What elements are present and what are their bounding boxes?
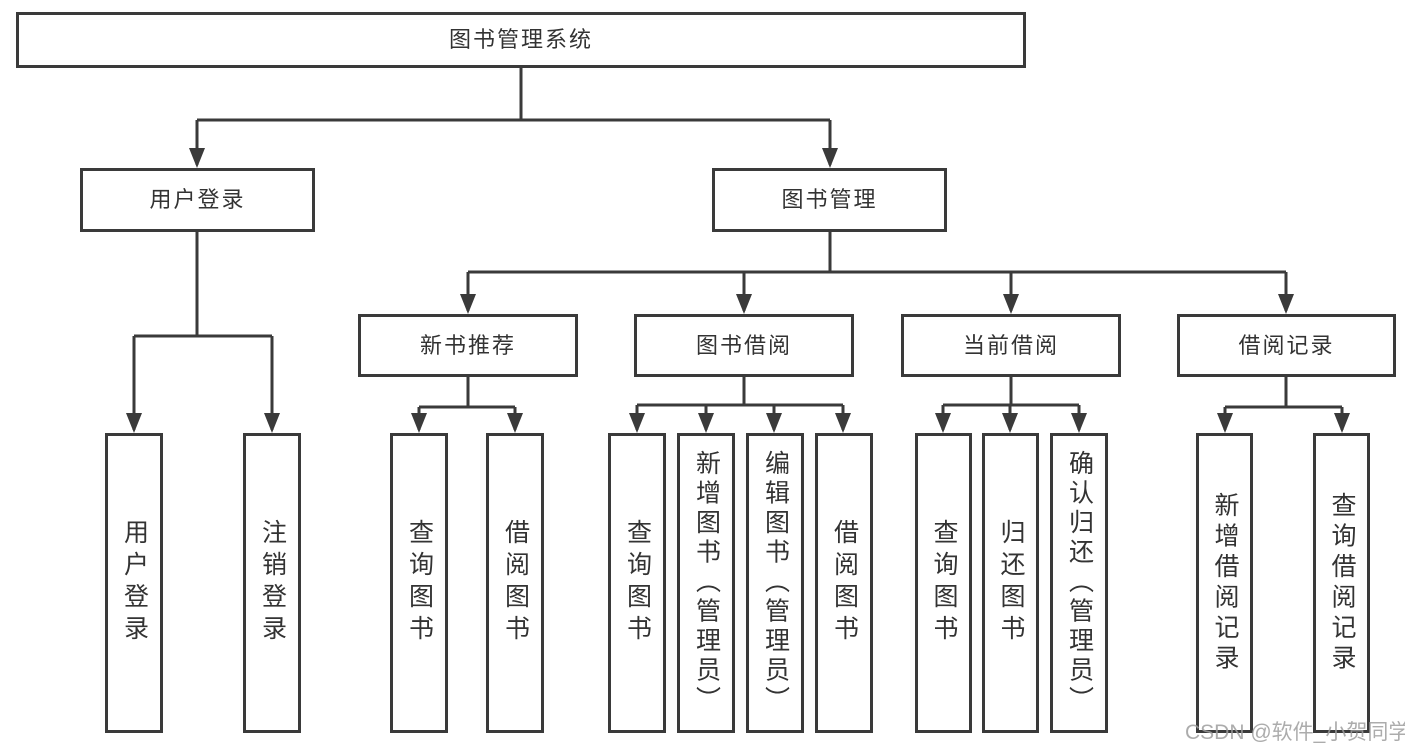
node-library-management-system: 图书管理系统: [16, 12, 1026, 68]
node-current-borrow: 当前借阅: [901, 314, 1121, 377]
leaf-add-borrow-record: 新增借阅记录: [1196, 433, 1253, 733]
leaf-user-login: 用户登录: [105, 433, 163, 733]
leaf-query-books-current: 查询图书: [915, 433, 972, 733]
leaf-confirm-return-admin: 确认归还（管理员）: [1050, 433, 1108, 733]
leaf-return-books: 归还图书: [982, 433, 1039, 733]
leaf-add-books-admin: 新增图书（管理员）: [677, 433, 735, 733]
node-new-book-recommend: 新书推荐: [358, 314, 578, 377]
node-borrow-records: 借阅记录: [1177, 314, 1396, 377]
node-book-borrow: 图书借阅: [634, 314, 854, 377]
leaf-query-books-borrow: 查询图书: [608, 433, 666, 733]
node-user-login-branch: 用户登录: [80, 168, 315, 232]
leaf-edit-books-admin: 编辑图书（管理员）: [746, 433, 804, 733]
leaf-query-books-recommend: 查询图书: [390, 433, 448, 733]
csdn-watermark: CSDN @软件_小贺同学: [1185, 721, 1405, 744]
leaf-query-borrow-record: 查询借阅记录: [1313, 433, 1370, 733]
node-book-management-branch: 图书管理: [712, 168, 947, 232]
leaf-borrow-books-recommend: 借阅图书: [486, 433, 544, 733]
leaf-logout: 注销登录: [243, 433, 301, 733]
leaf-borrow-books: 借阅图书: [815, 433, 873, 733]
